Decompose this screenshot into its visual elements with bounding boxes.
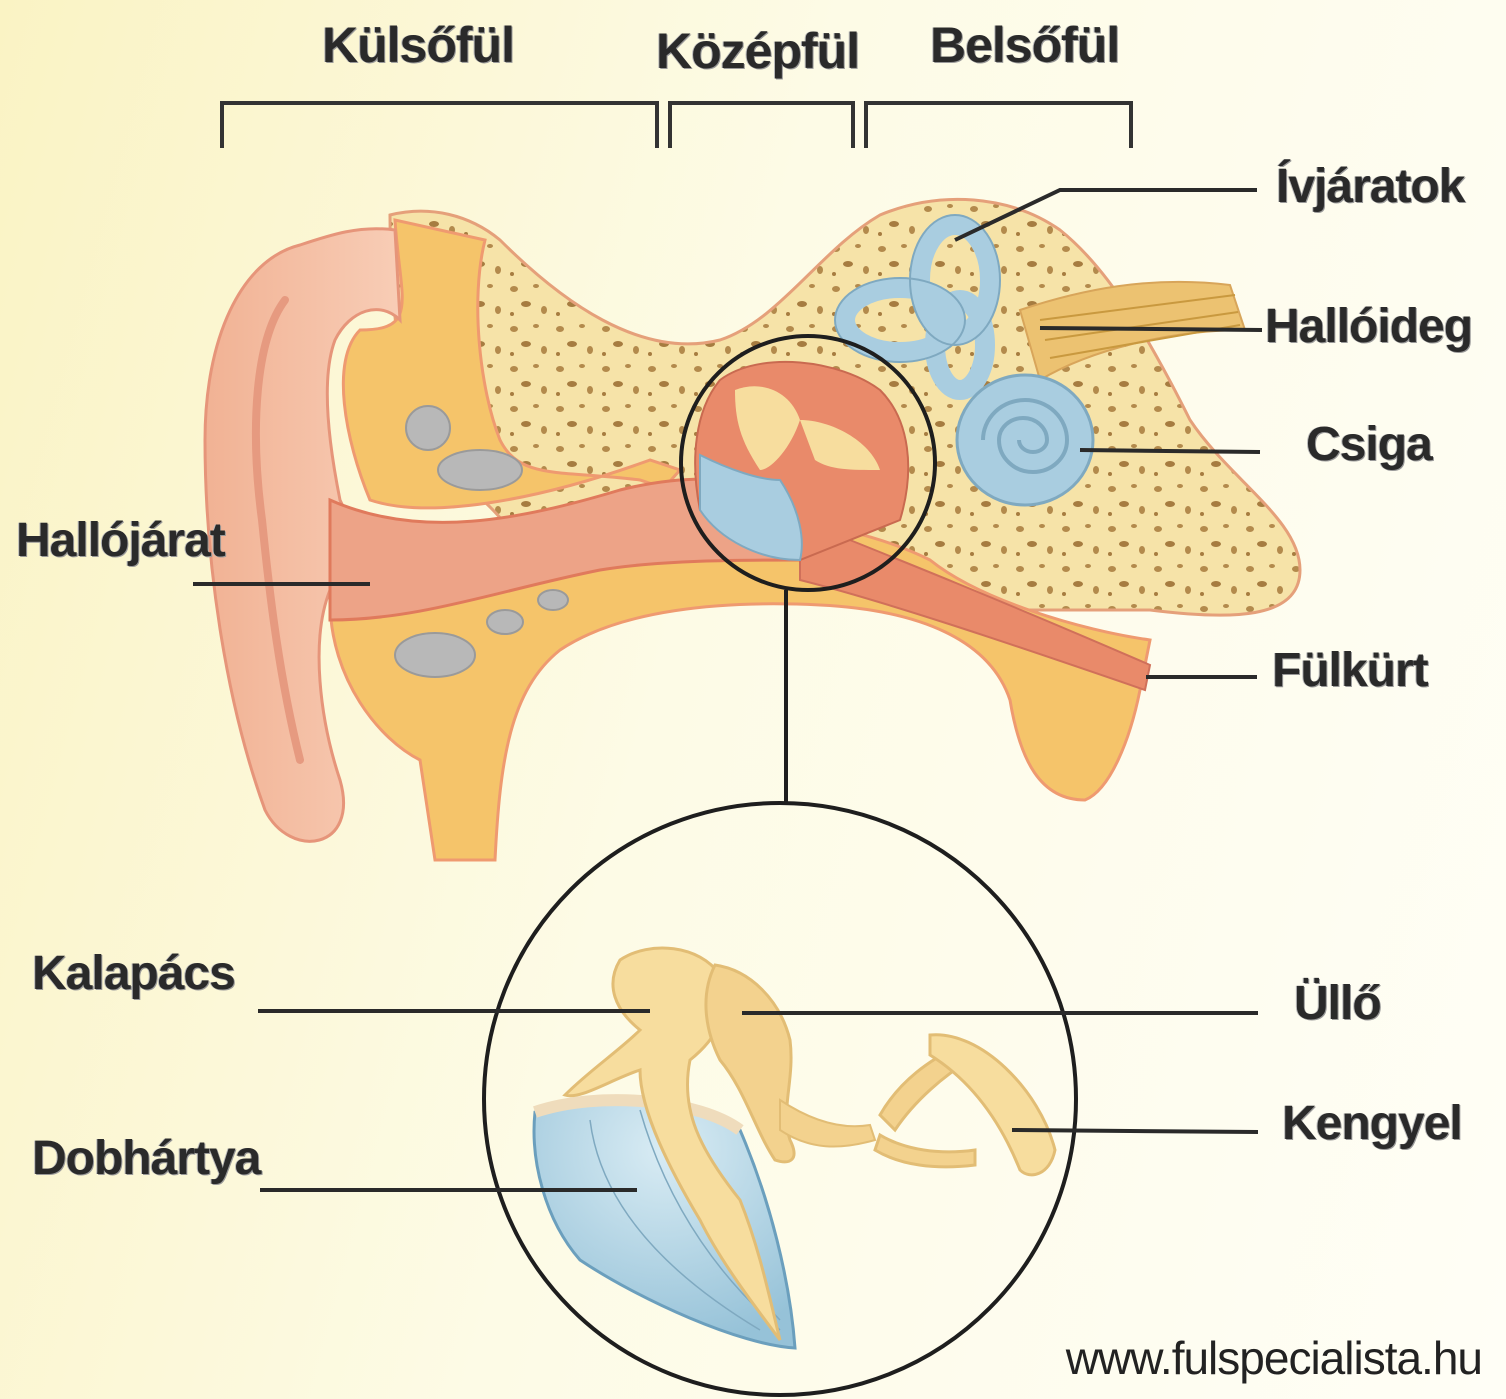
incus-process (780, 1100, 875, 1147)
label-kengyel: Kengyel (1282, 1100, 1462, 1148)
middle-ear-cavity (695, 362, 908, 560)
bracket-outer-ear (222, 103, 657, 148)
bracket-inner-ear (866, 103, 1131, 148)
label-dobhartya: Dobhártya (32, 1135, 260, 1183)
cochlea (957, 375, 1093, 505)
label-hallojarat: Hallójárat (16, 517, 225, 565)
bracket-middle-ear (670, 103, 853, 148)
section-label-inner-ear: Belsőfül (930, 20, 1119, 70)
label-halloideg: Hallóideg (1265, 303, 1472, 351)
label-ivjaratok: Ívjáratok (1276, 163, 1464, 211)
section-label-outer-ear: Külsőfül (322, 20, 514, 70)
label-ullo: Üllő (1294, 980, 1381, 1028)
ossicles-inset (484, 803, 1076, 1395)
label-kalapacs: Kalapács (32, 950, 235, 998)
section-label-middle-ear: Középfül (656, 26, 859, 76)
stapes (875, 1035, 1055, 1175)
label-csiga: Csiga (1306, 421, 1432, 469)
leader-csiga (1080, 450, 1260, 452)
website-credit: www.fulspecialista.hu (1066, 1331, 1482, 1385)
ear-cross-section (205, 199, 1300, 860)
leader-kengyel (1012, 1130, 1258, 1132)
section-brackets (222, 103, 1131, 148)
label-fulkurt: Fülkürt (1272, 647, 1428, 695)
leader-halloideg (1040, 328, 1262, 330)
